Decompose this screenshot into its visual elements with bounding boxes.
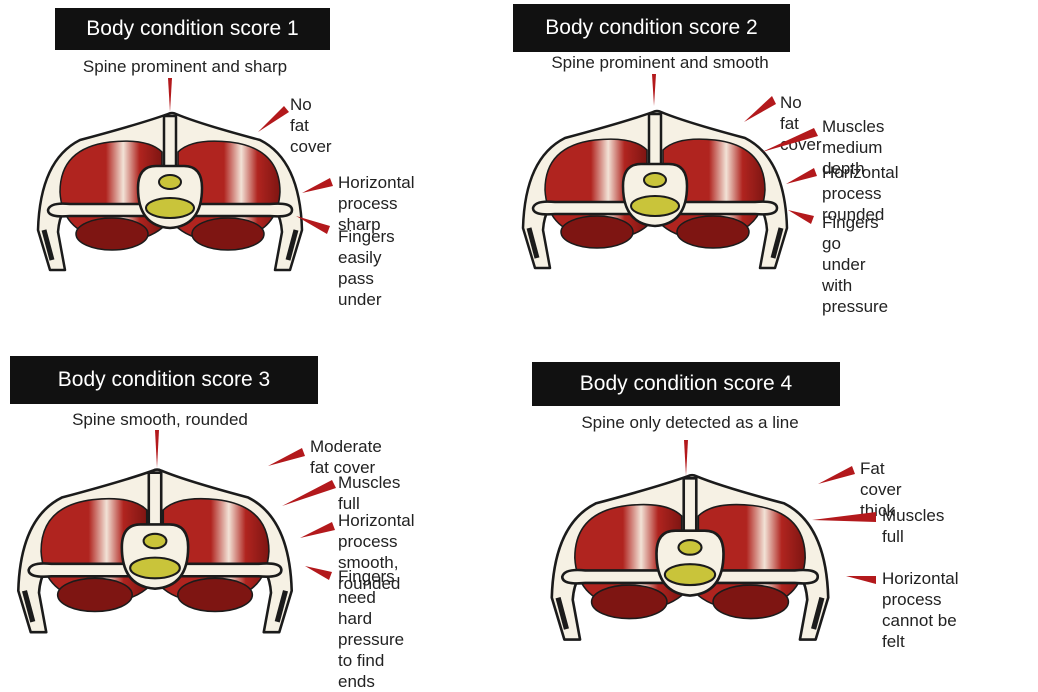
- cross-section-diagram: [515, 108, 795, 278]
- panel-title: Body condition score 4: [532, 362, 840, 406]
- lower-left-muscle: [58, 578, 133, 611]
- pointer-fingers: [305, 566, 332, 580]
- spinous-process: [684, 478, 697, 532]
- spine-label: Spine only detected as a line: [550, 413, 830, 433]
- spinous-process: [164, 116, 176, 168]
- label-fat-cover: No fat cover: [290, 94, 332, 157]
- pointer-spine: [168, 78, 172, 112]
- vertebral-body: [146, 198, 194, 218]
- cross-section-diagram: [10, 462, 300, 647]
- label-muscles: Muscles full: [882, 505, 944, 547]
- vertebral-body: [631, 196, 679, 216]
- label-fingers: Fingers need hard pressure to find ends: [338, 566, 404, 692]
- label-fat-cover: No fat cover: [780, 92, 822, 155]
- panel-title: Body condition score 1: [55, 8, 330, 50]
- lower-left-muscle: [76, 218, 148, 250]
- lower-right-muscle: [192, 218, 264, 250]
- lower-right-muscle: [713, 585, 788, 619]
- label-fingers: Fingers easily pass under: [338, 226, 395, 310]
- pointer-spine: [684, 440, 688, 476]
- lower-left-muscle: [561, 216, 633, 248]
- label-muscles: Muscles full: [338, 472, 400, 514]
- panel-title: Body condition score 2: [513, 4, 790, 52]
- lower-left-muscle: [592, 585, 667, 619]
- spine-label: Spine prominent and sharp: [45, 57, 325, 77]
- cross-section-diagram: [30, 110, 310, 280]
- pointer-process: [846, 576, 876, 584]
- lower-right-muscle: [178, 578, 253, 611]
- spinal-canal: [644, 173, 666, 187]
- label-horizontal-process: Horizontal process cannot be felt: [882, 568, 959, 652]
- spine-label: Spine prominent and smooth: [520, 53, 800, 73]
- pointer-spine: [652, 74, 656, 106]
- spine-label: Spine smooth, rounded: [25, 410, 295, 430]
- panel-title: Body condition score 3: [10, 356, 318, 404]
- vertebral-body: [665, 564, 715, 585]
- spinal-canal: [159, 175, 181, 189]
- cross-section-diagram: [540, 472, 840, 650]
- vertebral-body: [130, 558, 180, 579]
- pointer-process: [300, 522, 335, 538]
- lower-right-muscle: [677, 216, 749, 248]
- spinous-process: [649, 114, 661, 166]
- label-fingers: Fingers go under with pressure: [822, 212, 888, 317]
- spinal-canal: [144, 534, 167, 549]
- spinal-canal: [678, 540, 701, 555]
- spinous-process: [149, 473, 161, 527]
